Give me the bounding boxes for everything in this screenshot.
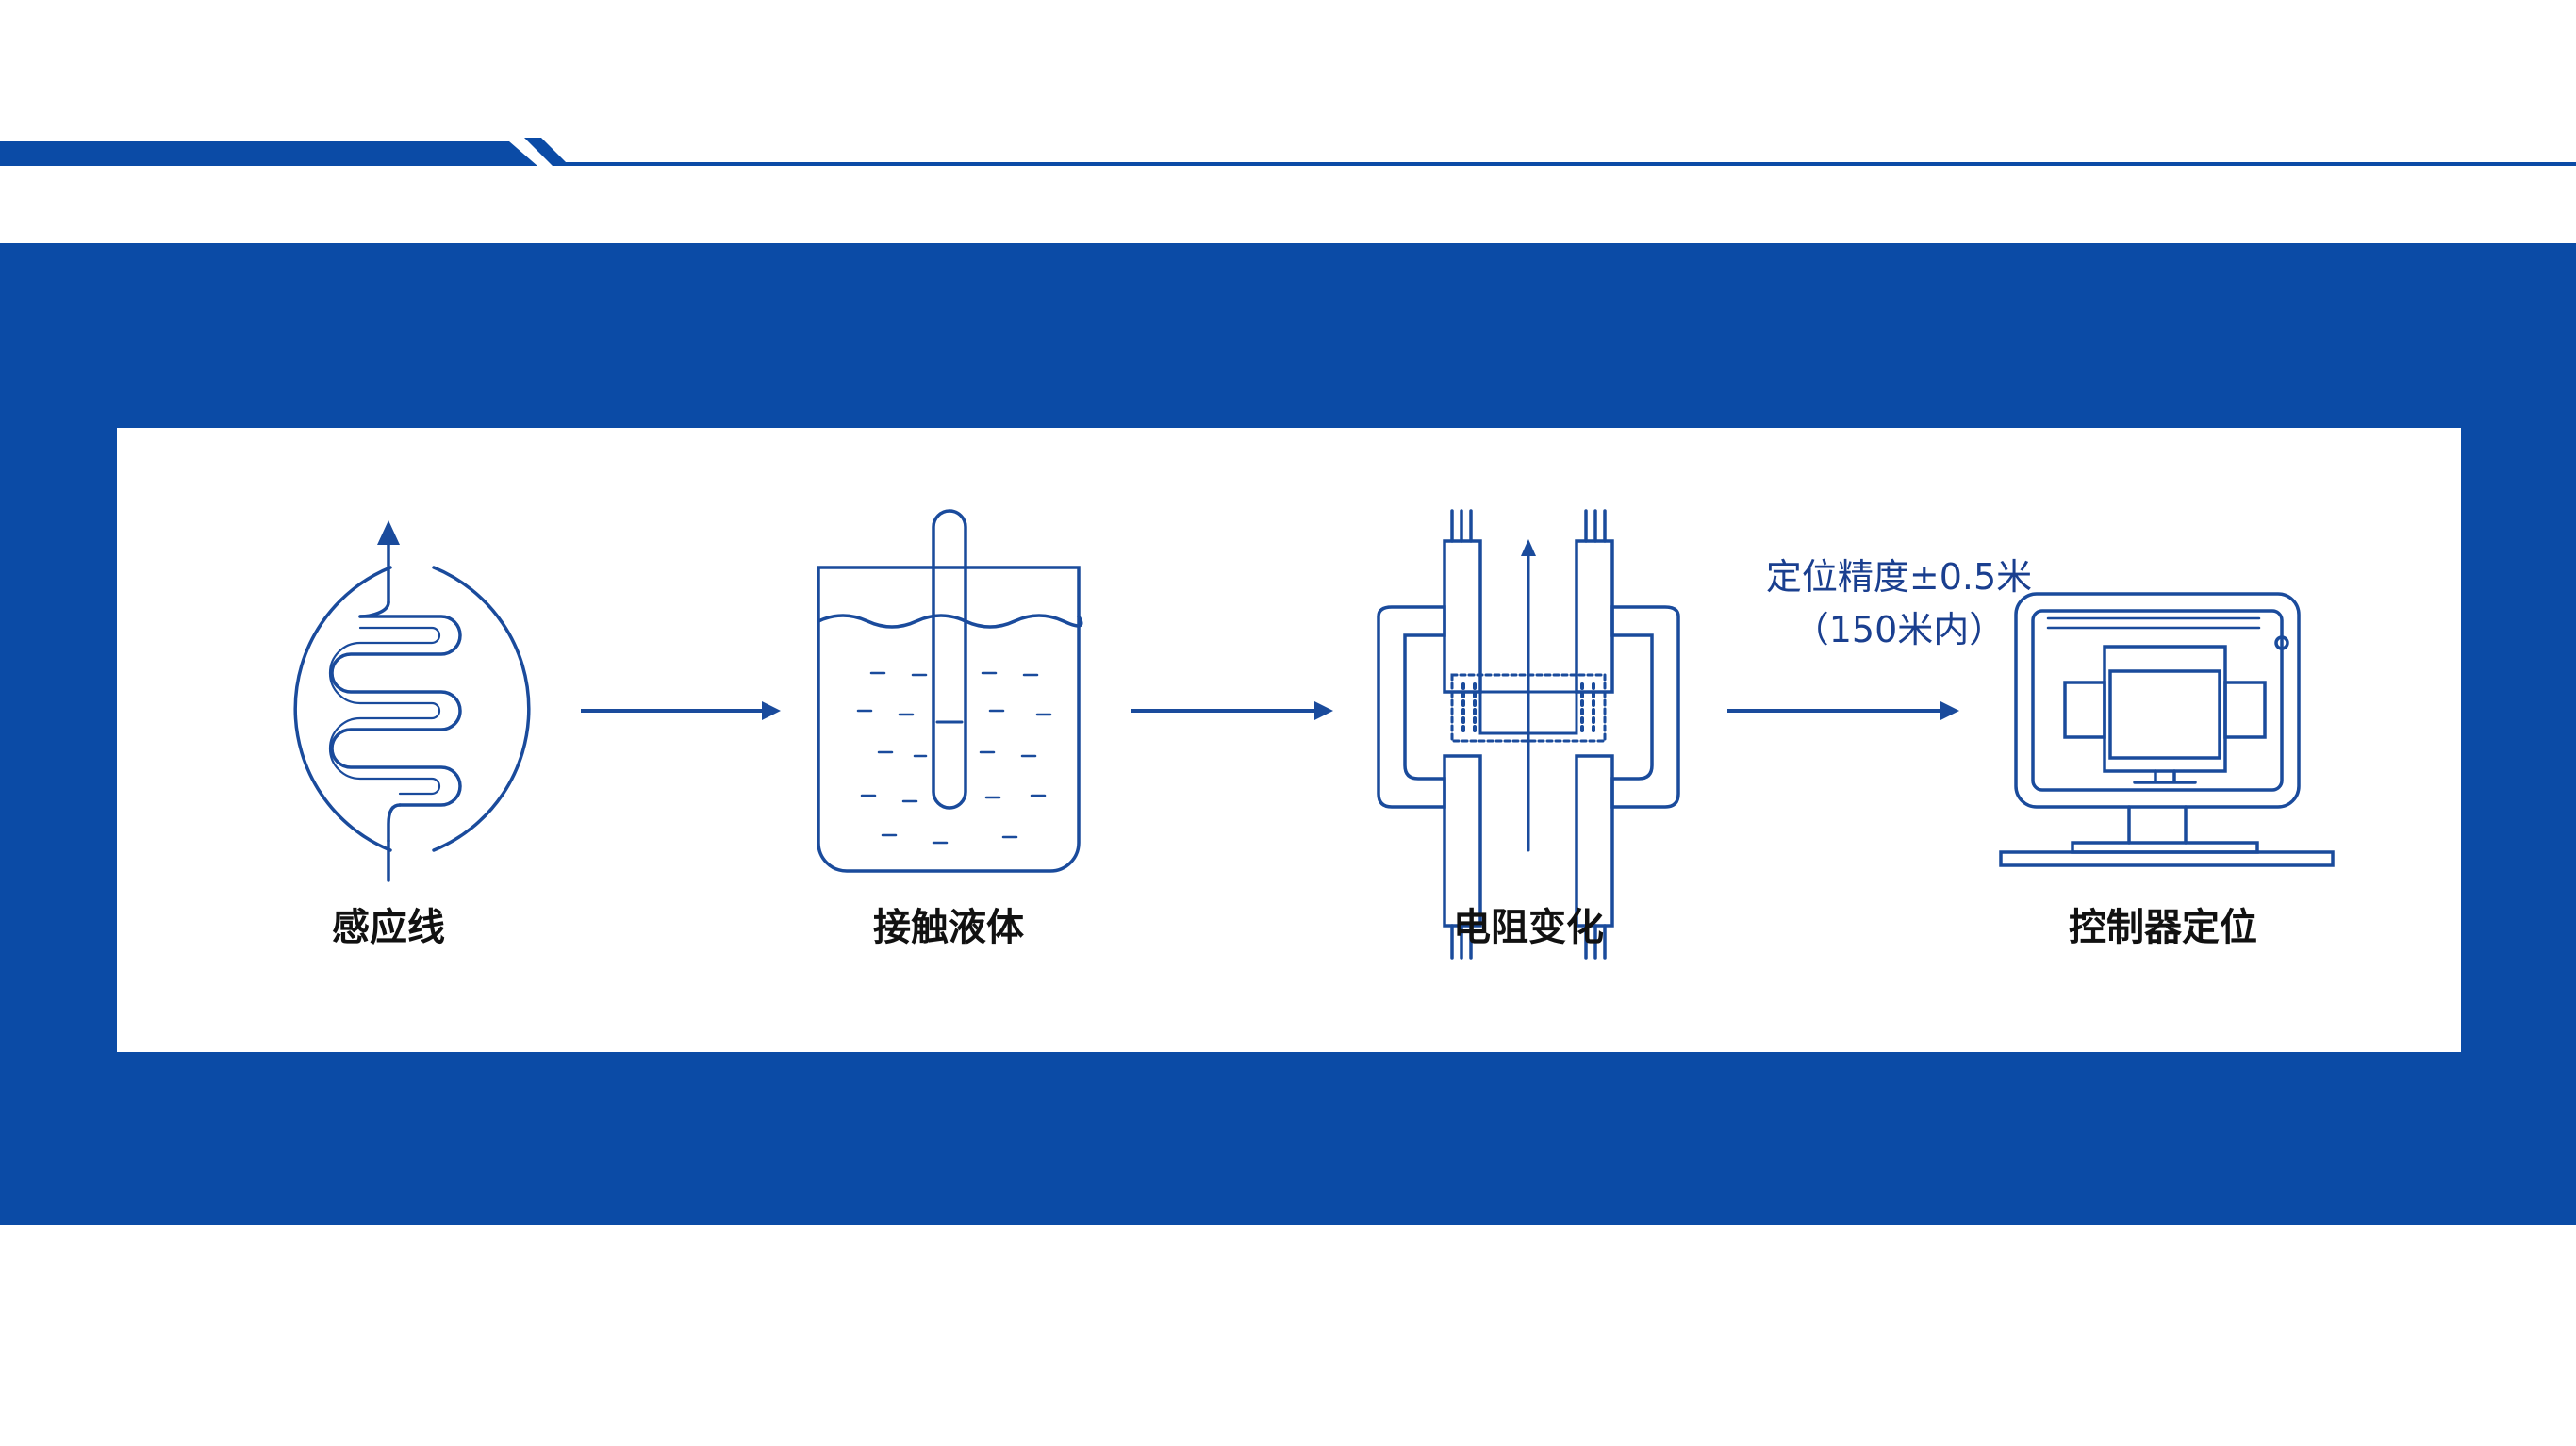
top-bar-thick bbox=[0, 141, 537, 166]
diagram-panel: 感应线 接触液体 电阻变化 控制器定位 定位精度±0.5米 （150米内） bbox=[117, 428, 2461, 1052]
step-label-controller-location: 控制器定位 bbox=[2069, 906, 2257, 949]
step-label-liquid-contact: 接触液体 bbox=[873, 906, 1024, 949]
flow-diagram bbox=[293, 509, 2335, 960]
accuracy-annotation: 定位精度±0.5米 （150米内） bbox=[1682, 550, 2116, 656]
step-label-sensor-wire: 感应线 bbox=[332, 906, 445, 949]
top-decoration bbox=[0, 138, 2576, 166]
top-bar-slash bbox=[524, 138, 570, 166]
accuracy-line-2: （150米内） bbox=[1792, 609, 2006, 650]
liquid-beaker-icon bbox=[817, 509, 1083, 873]
sensor-wire-icon bbox=[293, 520, 531, 882]
accuracy-line-1: 定位精度±0.5米 bbox=[1765, 556, 2033, 598]
step-label-resistance-change: 电阻变化 bbox=[1453, 906, 1604, 949]
top-rule-thin bbox=[558, 162, 2576, 166]
resistance-change-icon bbox=[1377, 509, 1680, 960]
controller-monitor-icon bbox=[1999, 592, 2335, 867]
